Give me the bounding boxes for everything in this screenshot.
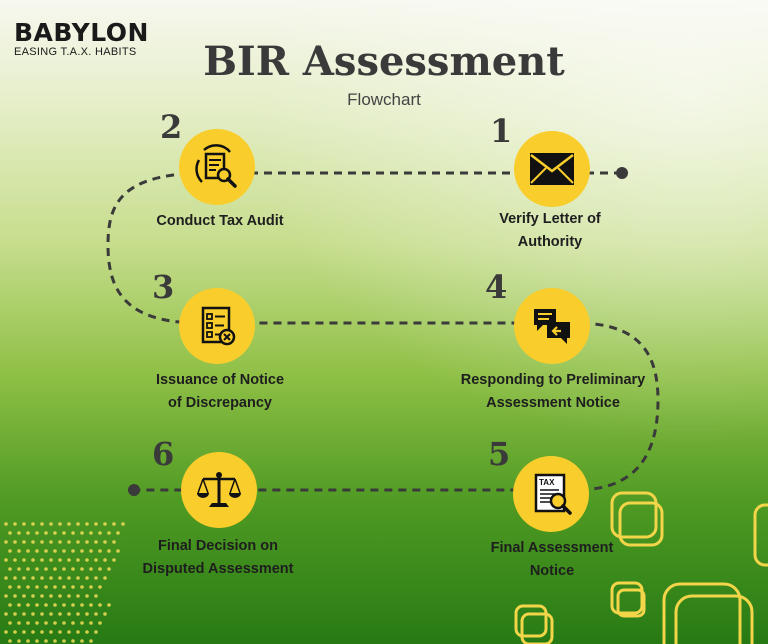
scales-icon <box>197 472 241 507</box>
step-6-circle <box>181 452 257 528</box>
step-5-circle: TAX <box>513 456 589 532</box>
logo-wordmark: BABYLON <box>14 18 149 47</box>
step-4-number: 4 <box>485 268 508 306</box>
step-3-circle <box>179 288 255 364</box>
step-6-label: Final Decision on Disputed Assessment <box>118 535 318 581</box>
page-subtitle: Flowchart <box>347 90 421 109</box>
step-2-number: 2 <box>160 108 183 146</box>
dot-pattern <box>4 522 125 643</box>
svg-text:TAX: TAX <box>539 478 555 487</box>
step-1-number: 1 <box>490 112 513 150</box>
chat-reply-icon <box>534 309 570 344</box>
step-5-number: 5 <box>488 435 511 473</box>
document-search-icon <box>195 144 237 188</box>
checklist-icon <box>201 306 236 346</box>
step-3-number: 3 <box>152 268 175 306</box>
step-1-label-line2: Authority <box>517 234 583 250</box>
path-start-dot <box>616 167 628 179</box>
logo-tagline: EASING T.A.X. HABITS <box>14 46 137 58</box>
step-6-label-line1: Final Decision on <box>157 538 279 554</box>
step-2-label-line1: Conduct Tax Audit <box>156 213 284 229</box>
step-1-label: Verify Letter of Authority <box>455 208 645 254</box>
path-end-dot <box>128 484 140 496</box>
step-1-circle <box>514 131 590 207</box>
step-1-label-line1: Verify Letter of <box>499 211 601 227</box>
step-4-label-line1: Responding to Preliminary <box>460 372 646 388</box>
step-3-label: Issuance of Notice of Discrepancy <box>120 369 320 415</box>
decorative-squares <box>514 491 768 644</box>
step-5-label: Final Assessment Notice <box>460 537 644 583</box>
step-2-label: Conduct Tax Audit <box>130 210 310 233</box>
step-2-circle <box>179 129 255 205</box>
dashed-connector <box>106 171 660 492</box>
step-3-label-line2: of Discrepancy <box>168 395 272 411</box>
envelope-icon <box>530 153 574 185</box>
step-5-label-line1: Final Assessment <box>490 540 614 556</box>
step-4-label: Responding to Preliminary Assessment Not… <box>440 369 666 415</box>
step-6-label-line2: Disputed Assessment <box>142 561 294 577</box>
page-title: BIR Assessment <box>203 38 565 85</box>
step-4-circle <box>514 288 590 364</box>
step-4-label-line2: Assessment Notice <box>486 395 620 411</box>
step-3-label-line1: Issuance of Notice <box>155 372 285 388</box>
tax-document-icon: TAX <box>534 473 572 515</box>
step-5-label-line2: Notice <box>529 563 575 579</box>
brand-logo: BABYLON EASING T.A.X. HABITS <box>14 20 149 58</box>
step-6-number: 6 <box>152 435 175 473</box>
